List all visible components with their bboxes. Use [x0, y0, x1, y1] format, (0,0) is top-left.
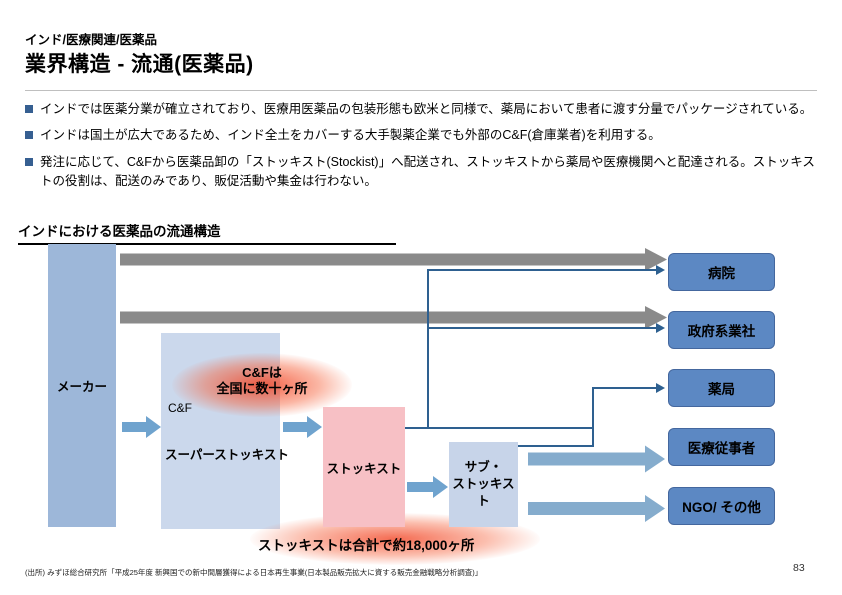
- connector-to-pharmacy: [592, 387, 657, 447]
- stockist-note: ストッキストは合計で約18,000ヶ所: [258, 538, 475, 553]
- stockist-box: ストッキスト: [323, 407, 405, 527]
- page-number: 83: [793, 562, 805, 574]
- bullet-item: 発注に応じて、C&Fから医薬品卸の「ストッキスト(Stockist)」へ配送され…: [25, 153, 823, 192]
- super-stockist-box: [161, 333, 280, 529]
- bullet-square-icon: [25, 105, 33, 113]
- arrow-stockist-to-sub: [407, 476, 448, 498]
- sub-stockist-box: サブ・ ストッキスト: [449, 442, 518, 527]
- breadcrumb: インド/医療関連/医薬品: [25, 33, 157, 47]
- gray-arrow-to-hospital: [120, 248, 667, 271]
- cf-label: C&F: [168, 401, 192, 415]
- bullet-text: 発注に応じて、C&Fから医薬品卸の「ストッキスト(Stockist)」へ配送され…: [40, 154, 815, 189]
- bullet-square-icon: [25, 131, 33, 140]
- summary-bullets: インドでは医薬分業が確立されており、医療用医薬品の包装形態も欧米と同様で、薬局に…: [25, 100, 823, 199]
- page-title: 業界構造 - 流通(医薬品): [25, 53, 254, 76]
- super-stockist-label: スーパーストッキスト: [165, 448, 289, 462]
- arrow-maker-to-super: [122, 416, 161, 438]
- arrow-super-to-stockist: [283, 416, 322, 438]
- diagram-title: インドにおける医薬品の流通構造: [18, 220, 396, 245]
- gray-arrow-to-government: [120, 306, 667, 329]
- header-divider: [25, 90, 817, 91]
- light-arrow-to-ngo: [528, 495, 665, 522]
- bullet-text: インドでは医薬分業が確立されており、医療用医薬品の包装形態も欧米と同様で、薬局に…: [40, 102, 813, 116]
- sub-stockist-label: サブ・ ストッキスト: [452, 460, 515, 508]
- bullet-item: インドは国土が広大であるため、インド全土をカバーする大手製薬企業でも外部のC&F…: [25, 126, 823, 145]
- maker-box: メーカー: [48, 244, 116, 527]
- connector-arrowhead-government: [656, 323, 665, 333]
- dest-box-medical-workers: 医療従事者: [668, 428, 775, 466]
- dest-box-hospital: 病院: [668, 253, 775, 291]
- source-citation: (出所) みずほ総合研究所「平成25年度 新興国での新中間層獲得による日本再生事…: [25, 568, 483, 577]
- cf-note: C&Fは 全国に数十ヶ所: [216, 365, 308, 397]
- bullet-item: インドでは医薬分業が確立されており、医療用医薬品の包装形態も欧米と同様で、薬局に…: [25, 100, 823, 119]
- dest-box-government: 政府系業社: [668, 311, 775, 349]
- light-arrow-to-medical-workers: [528, 445, 665, 473]
- bullet-square-icon: [25, 157, 33, 166]
- bullet-text: インドは国土が広大であるため、インド全土をカバーする大手製薬企業でも外部のC&F…: [40, 128, 661, 143]
- connector-arrowhead-pharmacy: [656, 383, 665, 393]
- dest-box-pharmacy: 薬局: [668, 369, 775, 407]
- dest-box-ngo-other: NGO/ その他: [668, 487, 775, 525]
- connector-arrowhead-hospital: [656, 265, 665, 275]
- connector-stockist-to-hospital: [427, 269, 657, 428]
